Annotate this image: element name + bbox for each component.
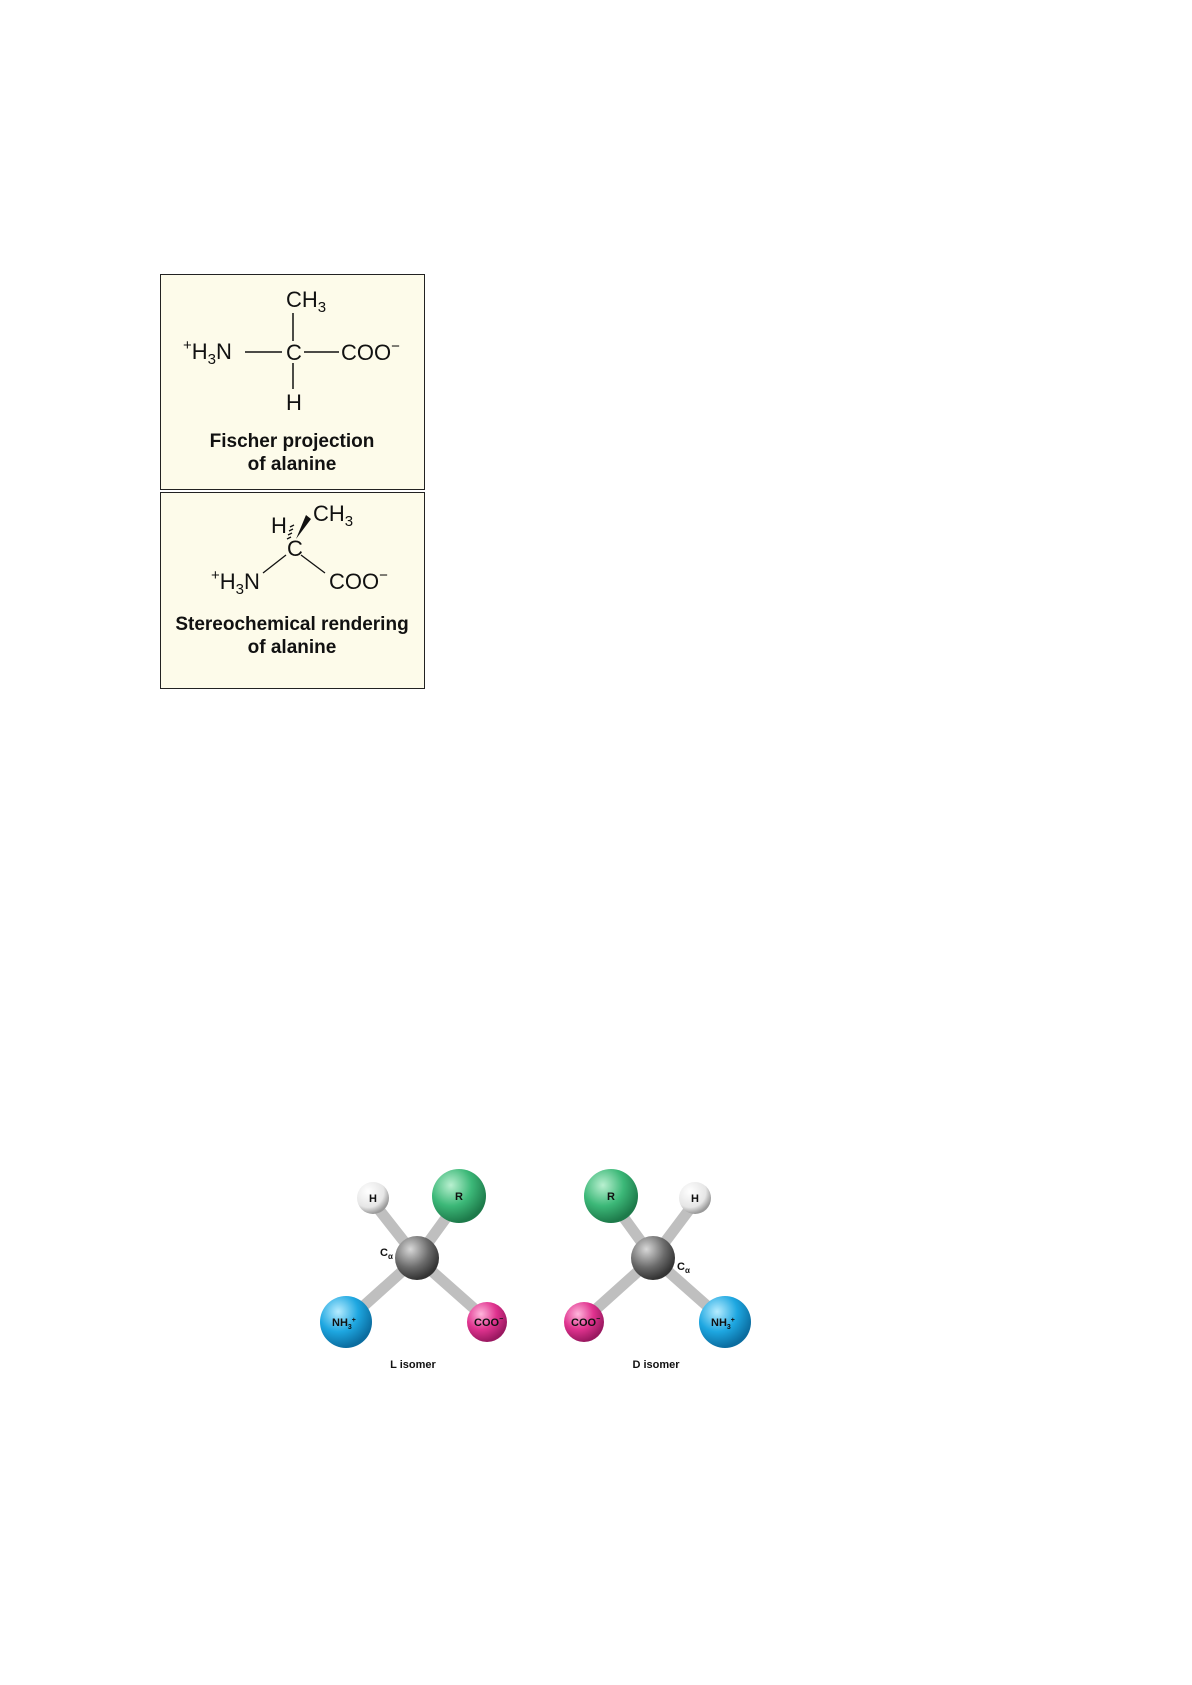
stereo-caption-line2: of alanine (248, 637, 337, 658)
fischer-center-carbon: C (286, 340, 302, 365)
fischer-bottom-group: H (286, 390, 302, 415)
l-h-label: H (369, 1193, 377, 1205)
fischer-projection-panel: CH3 +H3N C COO− H Fischer projection of … (160, 274, 425, 490)
l-isomer-model: H R Cα NH3+ COO− L isomer (320, 1169, 507, 1371)
stereochemical-diagram: H CH3 C +H3N COO− Stereochemical renderi… (161, 493, 423, 687)
fischer-left-group: +H3N (183, 337, 232, 368)
l-isomer-label: L isomer (390, 1359, 436, 1371)
l-calpha-label: Cα (380, 1247, 393, 1261)
fischer-caption-line1: Fischer projection (210, 431, 375, 452)
l-carbon-atom (395, 1236, 439, 1280)
isomer-models: H R Cα NH3+ COO− L isomer H R Cα NH3+ (300, 1160, 800, 1390)
fischer-projection-diagram: CH3 +H3N C COO− H Fischer projection of … (161, 275, 423, 488)
isomer-diagram: H R Cα NH3+ COO− L isomer H R Cα NH3+ (300, 1160, 800, 1390)
bond-nh3 (263, 555, 286, 573)
stereochemical-rendering-panel: H CH3 C +H3N COO− Stereochemical renderi… (160, 492, 425, 689)
d-isomer-model: H R Cα NH3+ COO− D isomer (564, 1169, 751, 1371)
fischer-caption-line2: of alanine (248, 454, 337, 475)
stereo-caption-line1: Stereochemical rendering (175, 614, 408, 635)
l-r-label: R (455, 1191, 463, 1203)
fischer-right-group: COO− (341, 338, 400, 365)
stereo-h: H (271, 513, 287, 538)
fischer-top-group: CH3 (286, 287, 326, 316)
d-h-label: H (691, 1193, 699, 1205)
d-coo-label: COO− (571, 1316, 600, 1329)
d-calpha-label: Cα (677, 1261, 690, 1275)
d-r-label: R (607, 1191, 615, 1203)
d-carbon-atom (631, 1236, 675, 1280)
l-coo-label: COO− (474, 1316, 503, 1329)
stereo-right-group: COO− (329, 567, 388, 594)
d-isomer-label: D isomer (632, 1359, 680, 1371)
stereo-left-group: +H3N (211, 567, 260, 598)
bond-coo (301, 555, 325, 573)
stereo-center-carbon: C (287, 536, 303, 561)
stereo-ch3: CH3 (313, 501, 353, 530)
